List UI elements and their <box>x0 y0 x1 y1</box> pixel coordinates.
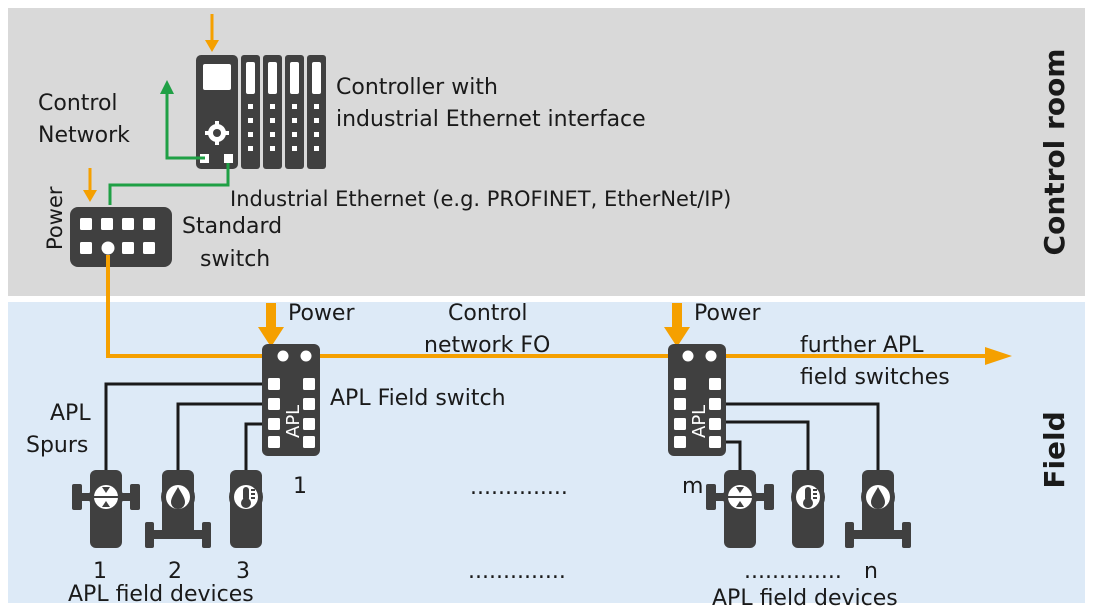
control-network-label: Control Network <box>38 91 130 148</box>
ellipsis-lower-mid: .............. <box>468 559 566 584</box>
field-zone <box>8 302 1085 603</box>
thermometer-sensor-icon <box>791 470 825 548</box>
control-network-line <box>160 80 205 160</box>
apl-field-switch-1-icon <box>262 344 320 456</box>
flow-meter-icon <box>72 470 140 548</box>
apl-field-switch-label: APL Field switch <box>330 386 506 411</box>
device-number-1: 1 <box>93 559 107 584</box>
flow-meter-icon <box>706 470 774 548</box>
industrial-ethernet-label: Industrial Ethernet (e.g. PROFINET, Ethe… <box>230 187 731 211</box>
control-room-zone <box>8 8 1085 296</box>
apl-spurs-label: APL Spurs <box>26 401 98 458</box>
standard-switch-label: Standard switch <box>182 214 289 272</box>
field-power-arrow-2 <box>664 303 690 347</box>
field-zone-label: Field <box>1038 411 1071 488</box>
controller-label: Controller with industrial Ethernet inte… <box>336 75 646 132</box>
device-number-3: 3 <box>236 559 250 584</box>
further-switches-label: further APL field switches <box>800 333 950 390</box>
control-room-zone-label: Control room <box>1038 49 1071 256</box>
industrial-ethernet-line <box>108 163 230 205</box>
apl-field-devices-left-label: APL field devices <box>68 582 254 607</box>
switch-power-label: Power <box>43 186 67 250</box>
controller-icon <box>196 55 326 169</box>
ellipsis-lower-right: .............. <box>744 559 842 584</box>
switch-power-arrow <box>83 168 97 202</box>
field-power-label-2: Power <box>694 301 761 326</box>
field-power-arrow-1 <box>258 303 284 347</box>
controller-power-arrow <box>205 14 219 52</box>
ellipsis-upper: .............. <box>470 475 568 500</box>
control-network-fo-label: Control network FO <box>424 301 550 358</box>
switch-number-1: 1 <box>293 474 307 499</box>
droplet-sensor-icon <box>145 470 211 548</box>
apl-field-switch-m-text: APL <box>689 405 710 438</box>
droplet-sensor-icon <box>845 470 911 548</box>
device-number-2: 2 <box>168 559 182 584</box>
device-number-n: n <box>864 559 878 584</box>
switch-number-m: m <box>682 474 703 499</box>
apl-field-switch-1-text: APL <box>283 405 304 438</box>
apl-field-switch-m-icon <box>668 344 726 456</box>
field-power-label-1: Power <box>288 301 355 326</box>
thermometer-sensor-icon <box>229 470 263 548</box>
standard-switch-icon <box>70 207 172 267</box>
apl-field-devices-right-label: APL field devices <box>712 586 898 611</box>
